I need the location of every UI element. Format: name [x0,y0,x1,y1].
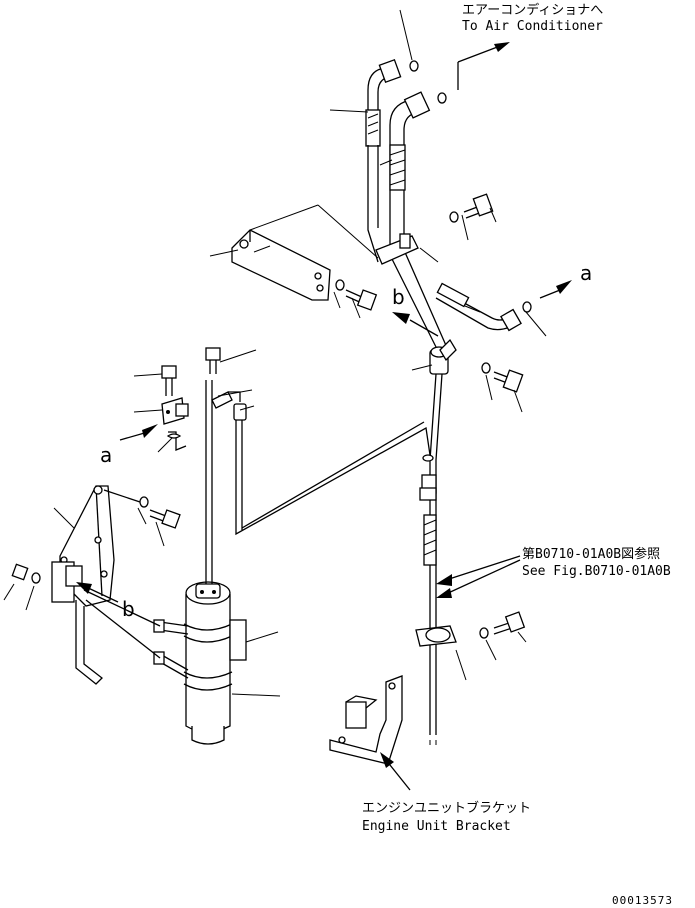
engine-bracket-label-en: Engine Unit Bracket [362,819,511,834]
hose-bracket [209,204,379,319]
drawing-number: 00013573 [612,894,673,907]
engine-bracket-label-jp: エンジンユニットブラケット [362,800,531,816]
line-fitting [411,338,524,413]
pipe-joint [119,365,189,453]
air-conditioner-label-en: To Air Conditioner [462,19,603,34]
mount-studs [153,619,189,679]
main-line [419,373,443,745]
callout-b-lower: b [122,597,135,621]
see-fig-pointer [436,555,521,598]
hose-clamp [375,233,419,265]
left-mount-bracket [3,485,181,685]
engine-unit-bracket [329,675,411,791]
clamp-bolt [419,193,497,263]
see-fig-label-jp: 第B0710-01A0B図参照 [522,546,660,562]
callout-b-upper: b [392,285,405,309]
air-conditioner-label-jp: エアーコンディショナへ [462,2,603,18]
callout-a-upper: a [580,261,592,285]
upper-hose-assembly [329,9,510,195]
arrow-b-top [392,312,439,337]
see-fig-label-en: See Fig.B0710-01A0B [522,564,671,579]
lower-clamp [415,611,527,681]
hose-to-a [435,280,572,337]
dryer-pipes [205,347,431,584]
receiver-dryer [183,581,281,745]
callout-a-lower: a [100,443,112,467]
